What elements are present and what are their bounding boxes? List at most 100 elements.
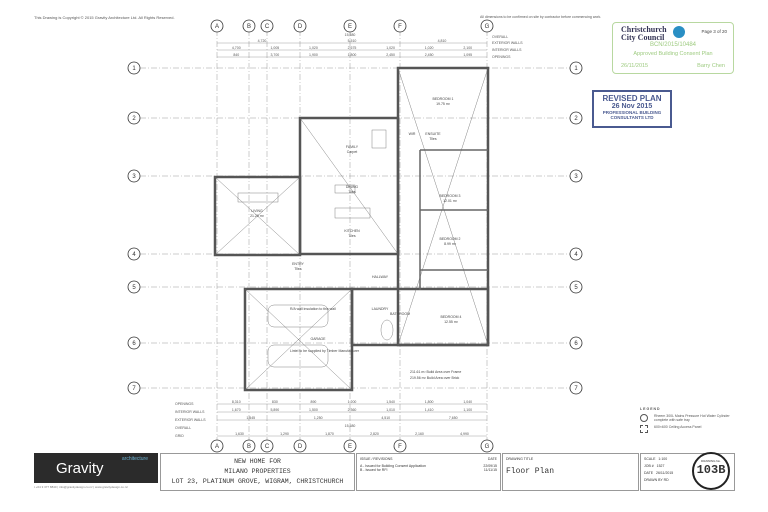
plan-note: R/A wall insulation to this wall	[290, 307, 336, 311]
grid-label: 7	[574, 386, 578, 392]
dimension: 1,020	[309, 46, 318, 50]
dimension-row-label: INTERIOR WALLS	[175, 410, 205, 414]
project-line: MILANO PROPERTIES	[224, 468, 291, 475]
grid-bubble	[393, 439, 407, 453]
drawn-label: DRAWN BY	[644, 478, 663, 482]
dimension: 8,310	[232, 400, 241, 404]
dimension: 2,160	[415, 432, 424, 436]
dimension: 1,870	[325, 432, 334, 436]
grid-bubble	[569, 169, 583, 183]
grid-bubble	[480, 19, 494, 33]
dimension: 3,700	[270, 53, 279, 57]
dimension: 1,020	[425, 46, 434, 50]
dimension: 1,100	[463, 408, 472, 412]
room-label: ENTRY	[292, 262, 304, 266]
grid-bubble	[127, 247, 141, 261]
grid-bubble	[127, 169, 141, 183]
room-label: BEDROOM 3	[439, 194, 460, 198]
grid-label: 2	[132, 116, 136, 122]
grid-bubble	[569, 111, 583, 125]
gravity-logo: Gravity architecture	[34, 453, 158, 483]
plan-note: 219.56 m² Build Area over Brick	[410, 376, 459, 380]
site-note: All dimensions to be confirmed on site b…	[480, 15, 602, 19]
dimension: 4,990	[460, 432, 469, 436]
legend-item: 600×600 Ceiling Access Panel	[654, 425, 702, 429]
grid-bubble	[569, 381, 583, 395]
project-line: NEW HOME FOR	[234, 458, 281, 465]
room-label: BEDROOM 2	[439, 237, 460, 241]
dimension-row-label: OVERALL	[175, 426, 191, 430]
drawing-title-block: DRAWING TITLE Floor Plan	[502, 453, 639, 491]
dimension: 2,450	[425, 53, 434, 57]
room-area: Tiles	[429, 137, 437, 141]
room-area: 12.55 m²	[444, 320, 459, 324]
dimension: 15,580	[345, 424, 356, 428]
dimension: 830	[272, 400, 278, 404]
dimension: 4,700	[232, 46, 241, 50]
room-label: LAUNDRY	[372, 307, 389, 311]
revised-title: REVISED PLAN	[602, 94, 662, 103]
dimension: 5,890	[270, 408, 279, 412]
plan-note: Lintel to be supplied by Timber Manufact…	[290, 349, 360, 353]
grid-bubble	[569, 61, 583, 75]
grid-label: D	[298, 444, 303, 450]
issue-date: 11/11/15	[483, 468, 497, 472]
dimension-row-label: EXTERIOR WALLS	[492, 41, 523, 45]
dimension: 840	[233, 53, 239, 57]
grid-bubble	[127, 61, 141, 75]
grid-label: 6	[132, 341, 136, 347]
dimension: 2,820	[370, 432, 379, 436]
grid-label: B	[247, 24, 251, 30]
scale-label: SCALE	[644, 457, 656, 461]
grid-label: 1	[132, 66, 136, 72]
grid-bubble	[127, 280, 141, 294]
brand-name: Gravity	[56, 460, 104, 477]
room-area: Tiles	[348, 234, 356, 238]
room-label: ENSUITE	[425, 132, 441, 136]
project-block: NEW HOME FOR MILANO PROPERTIES LOT 23, P…	[160, 453, 355, 491]
approval-date: 26/11/2015	[621, 63, 649, 69]
grid-bubble	[242, 19, 256, 33]
drawing-no: 103B	[696, 463, 726, 477]
date-label: DATE	[644, 471, 654, 475]
job-value: 1527	[656, 464, 665, 468]
dimension-row-label: OPENINGS	[175, 402, 194, 406]
contact-info: t +64 3 377 8840 | info@gravitydesign.co…	[34, 485, 128, 489]
dimension: 1,040	[463, 400, 472, 404]
grid-bubble	[343, 439, 357, 453]
dimension: 1,670	[232, 408, 241, 412]
dimension-row-label: OPENINGS	[492, 55, 511, 59]
grid-bubble	[343, 19, 357, 33]
grid-label: F	[398, 444, 402, 450]
dimension: 2,360	[348, 408, 357, 412]
meta-block: SCALE 1:100 JOB # 1527 DATE 26/11/2015 D…	[640, 452, 735, 491]
revised-date: 26 Nov 2015	[611, 103, 653, 110]
room-area: 8.99 m²	[444, 242, 457, 246]
grid-label: 1	[574, 66, 578, 72]
grid-label: D	[298, 24, 303, 30]
grid-label: F	[398, 24, 402, 30]
dimension: 2,450	[386, 53, 395, 57]
scale-value: 1:100	[658, 457, 668, 461]
room-label: DINING	[346, 185, 359, 189]
grid-label: A	[215, 444, 219, 450]
dimension: 2,100	[463, 46, 472, 50]
grid-bubble	[242, 439, 256, 453]
copyright-notice: This Drawing is Copyright © 2015 Gravity…	[34, 15, 175, 20]
grid-label: G	[485, 444, 490, 450]
grid-label: A	[215, 24, 219, 30]
grid-label: 5	[132, 285, 136, 291]
revised-org: PROFESSIONAL BUILDING CONSULTANTS LTD	[602, 110, 662, 120]
wall-living	[213, 175, 302, 257]
grid-label: 6	[574, 341, 578, 347]
dimension: 1,800	[348, 53, 357, 57]
grid-label: E	[348, 444, 352, 450]
dimension: 4,510	[381, 416, 390, 420]
grid-bubble	[293, 19, 307, 33]
dimension: 7,650	[449, 416, 458, 420]
hot-water-cylinder-icon	[640, 414, 648, 422]
dimension: 4,810	[438, 39, 447, 43]
room-label: BEDROOM 1	[432, 97, 453, 101]
